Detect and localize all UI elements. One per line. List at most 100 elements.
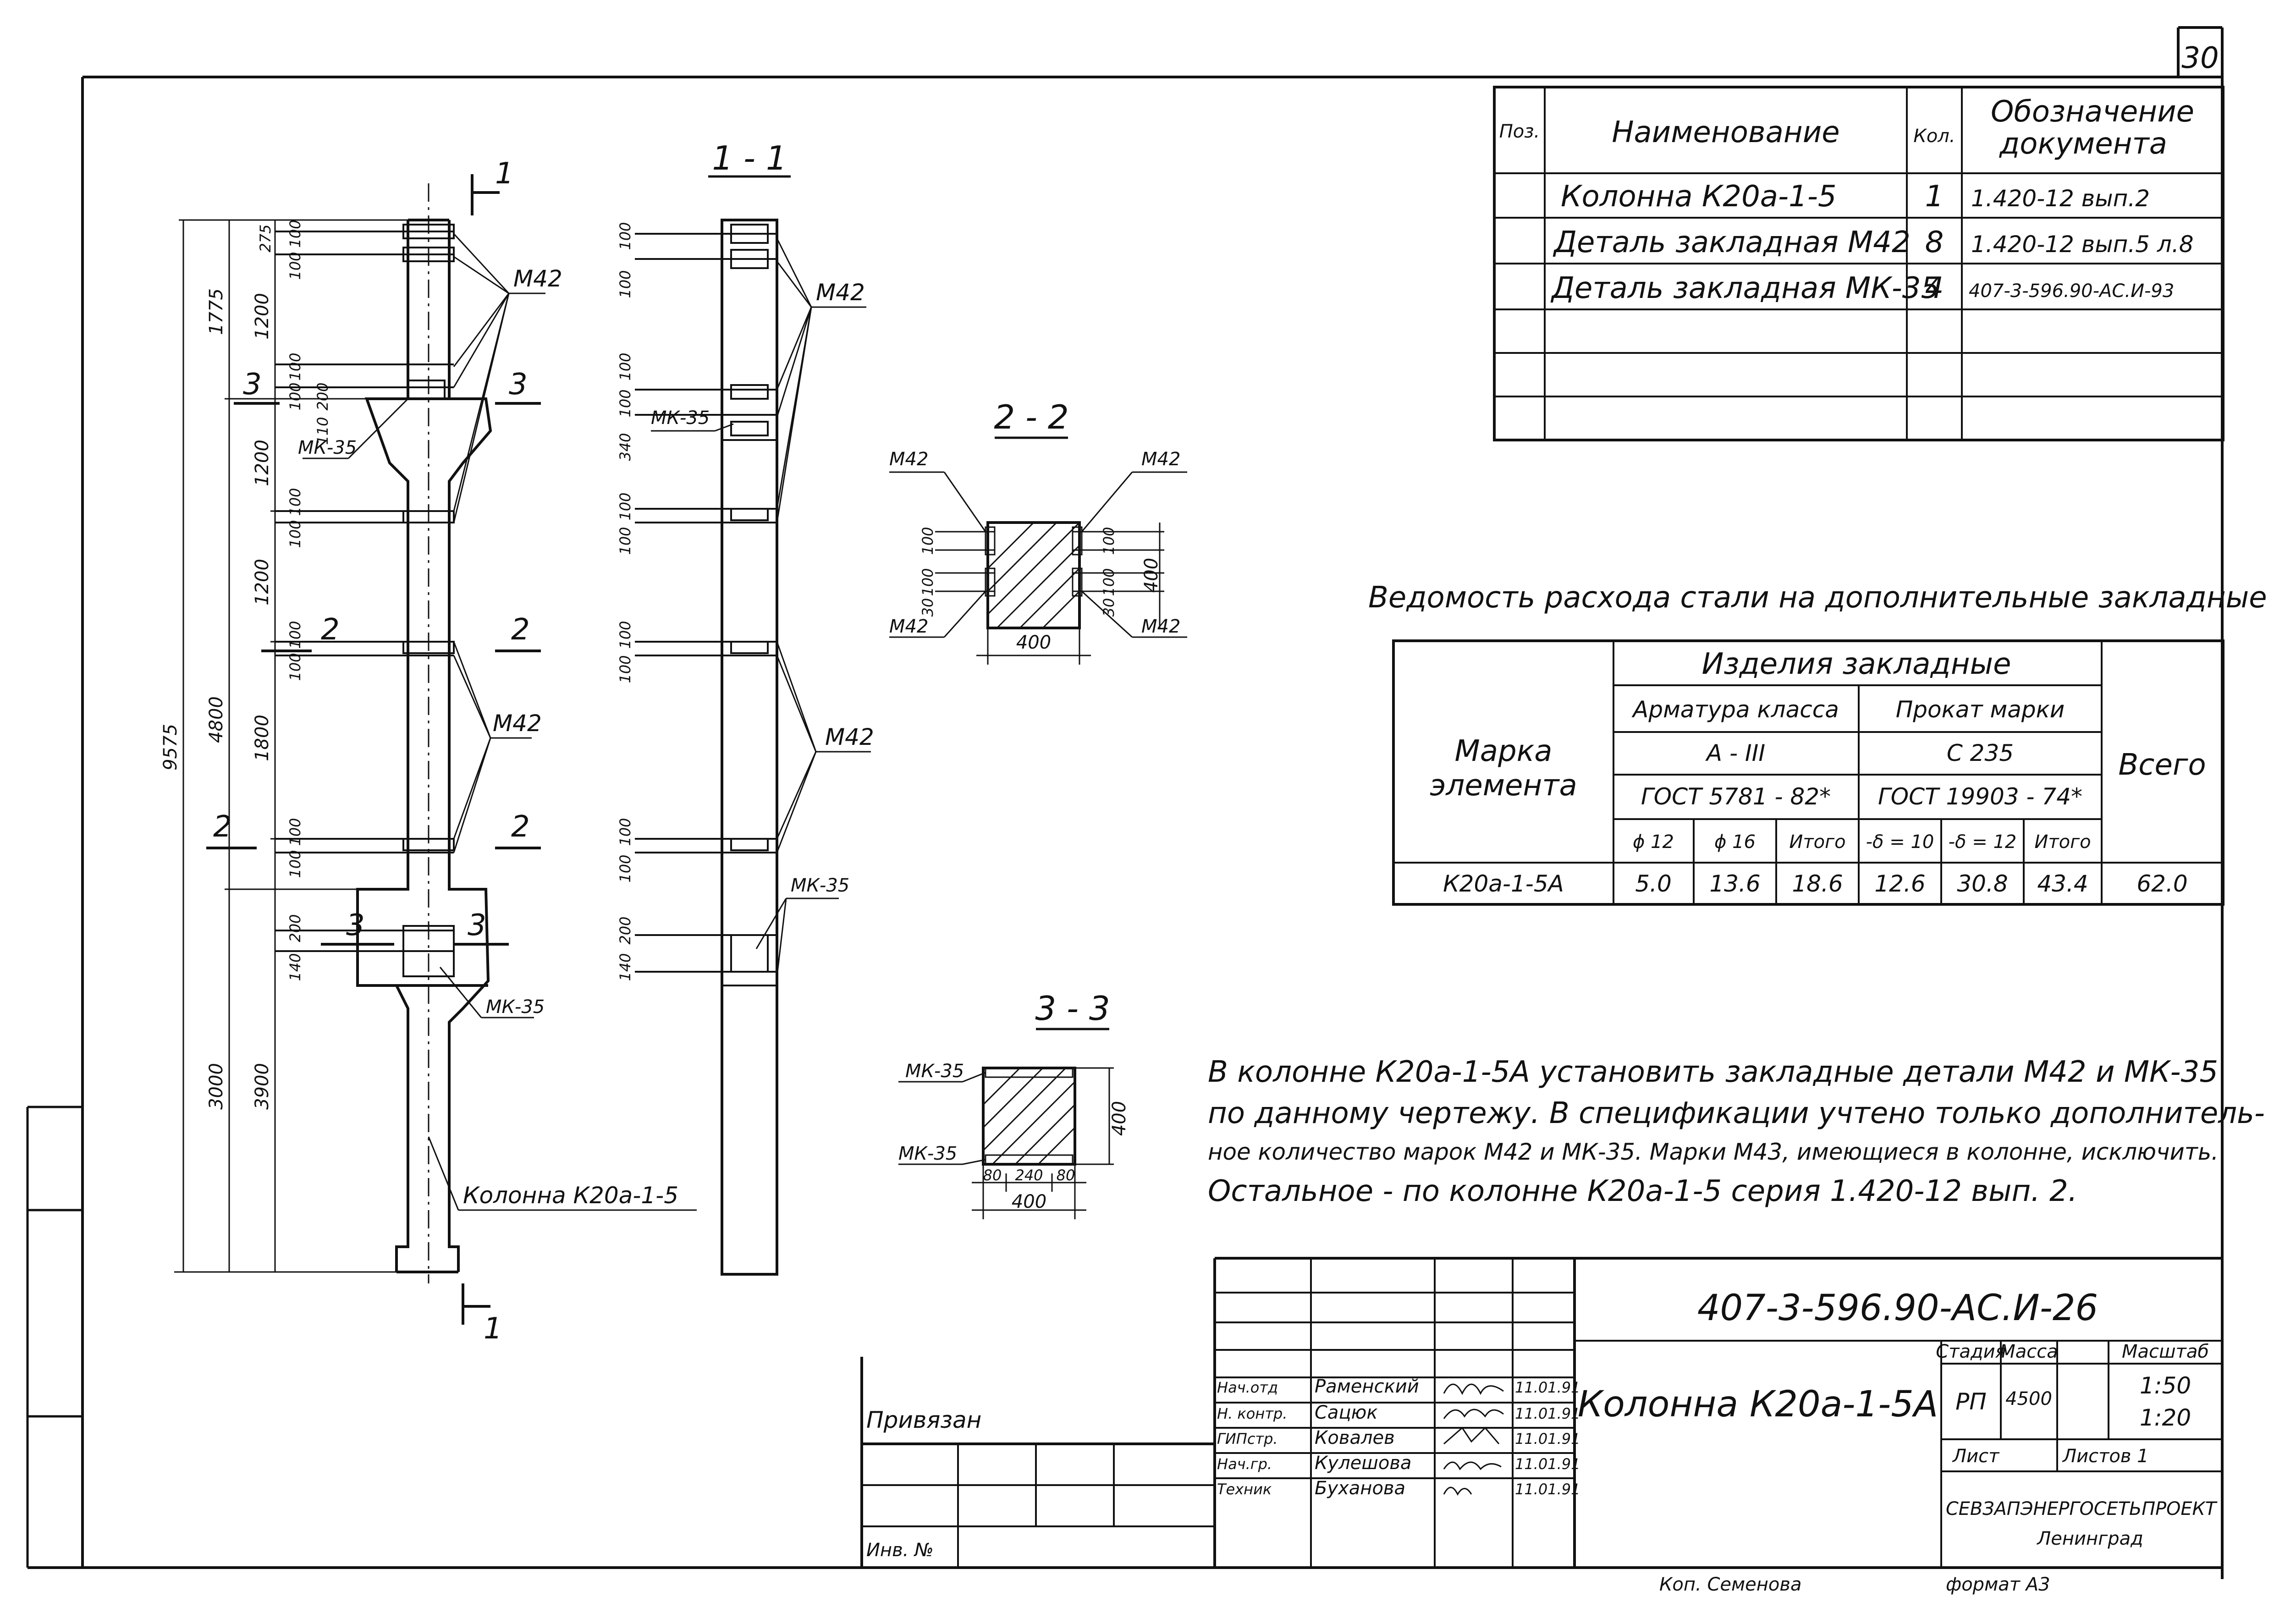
dim-400: 400: [1141, 558, 1162, 593]
signature-scribble: [1443, 1486, 1472, 1496]
steel-col-mark: Марка: [1455, 734, 1553, 768]
spec-cell-name: Деталь закладная МК-35: [1550, 271, 1939, 305]
cut-label: 1: [495, 157, 514, 191]
steel-table: Марка элемента Изделия закладные Арматур…: [1392, 639, 2224, 906]
signature-role: Нач.отд: [1217, 1379, 1278, 1396]
spec-cell-qty: 8: [1925, 226, 1944, 259]
dim-275: 275: [257, 224, 274, 252]
dim-100: 100: [286, 850, 304, 878]
steel-group-header: Изделия закладные: [1702, 647, 2011, 681]
cut-label: 2: [511, 613, 530, 647]
steel-row-value: 43.4: [2037, 870, 2088, 897]
signature-date: 11.01.91: [1515, 1455, 1580, 1473]
dim-100: 100: [286, 382, 304, 410]
signature-date: 11.01.91: [1515, 1430, 1580, 1448]
signature-name: Кулешова: [1315, 1453, 1411, 1474]
copied-by: Коп. Семенова: [1659, 1574, 1802, 1595]
spec-table: Поз. Наименование Кол. Обозначение докум…: [1493, 86, 2224, 441]
steel-row-value: 18.6: [1792, 870, 1843, 897]
dim-3000: 3000: [206, 1063, 227, 1110]
dim-100: 100: [617, 222, 634, 250]
section-1-1-plates: [635, 224, 777, 986]
dim-100: 100: [617, 352, 634, 380]
dim-100: 100: [286, 488, 304, 516]
label-mk35: МК-35: [651, 407, 710, 429]
mass-value: 4500: [2005, 1388, 2052, 1409]
dim-100: 100: [617, 818, 634, 846]
organization: СЕВЗАПЭНЕРГОСЕТЬПРОЕКТ: [1946, 1498, 2218, 1519]
dim-140: 140: [286, 953, 304, 981]
dim-100: 100: [286, 621, 304, 649]
dim-200: 200: [314, 382, 331, 410]
sheet-label: Лист: [1952, 1446, 2000, 1467]
steel-sub-header: Итого: [2034, 831, 2091, 853]
dim-100: 100: [617, 621, 634, 649]
note-line: Остальное - по колонне К20а-1-5 серия 1.…: [1208, 1174, 2077, 1208]
dim-30: 30: [919, 598, 936, 617]
signature-role: Н. контр.: [1217, 1405, 1287, 1422]
scale-value: 1:50: [2140, 1372, 2191, 1399]
steel-row-total: 62.0: [2136, 870, 2187, 897]
dim-100: 100: [286, 352, 304, 380]
cut-label: 1: [484, 1312, 502, 1346]
signature-row: Н. контр. Сацюк 11.01.91: [1217, 1402, 1580, 1423]
dim-400: 400: [1016, 632, 1051, 653]
steel-col-mark: элемента: [1430, 769, 1577, 803]
section-title: 3 - 3: [1035, 989, 1110, 1028]
section-1-1-leaders: [651, 238, 871, 977]
signature-scribble: [1443, 1409, 1504, 1419]
cut-label: 3: [468, 908, 486, 942]
binding-strip: [26, 1106, 83, 1568]
cut-label: 3: [346, 908, 365, 942]
label-m42: М42: [513, 265, 562, 292]
dim-400: 400: [1012, 1191, 1046, 1212]
dim-200: 200: [617, 916, 634, 944]
mass-label: Масса: [1999, 1341, 2058, 1362]
steel-total-label: Всего: [2118, 748, 2206, 782]
steel-rolled-std: ГОСТ 19903 - 74*: [1878, 783, 2082, 810]
dim-400: 400: [1109, 1101, 1130, 1136]
sheets-label: Листов 1: [2062, 1446, 2149, 1467]
dim-upper: 1775: [206, 288, 227, 335]
spec-cell-doc: 1.420-12 вып.5 л.8: [1971, 231, 2194, 258]
cut-label: 2: [511, 810, 530, 844]
section-3-3-hatch: [898, 1067, 1114, 1219]
dim-1200: 1200: [252, 293, 273, 340]
dimension-lines: [174, 219, 408, 1273]
label-mk35: МК-35: [898, 1143, 957, 1164]
dim-1200: 1200: [252, 440, 273, 486]
label-mk35: МК-35: [486, 996, 545, 1018]
dim-80: 80: [1057, 1167, 1075, 1184]
dim-100: 100: [286, 520, 304, 548]
steel-rebar-std: ГОСТ 5781 - 82*: [1641, 783, 1831, 810]
dim-100: 100: [286, 220, 304, 248]
spec-cell-name: Деталь закладная М42: [1553, 226, 1911, 259]
steel-row-mark: К20а-1-5А: [1443, 870, 1564, 897]
steel-sub-header: Итого: [1789, 831, 1845, 853]
label-m42: М42: [889, 449, 928, 470]
section-1-1: [721, 219, 778, 1276]
dim-total: 9575: [160, 724, 181, 771]
dim-100: 100: [617, 655, 634, 683]
notes: В колонне К20а-1-5А установить закладные…: [1208, 1055, 2265, 1208]
cut-label: 3: [243, 368, 262, 402]
section-2-2: [986, 521, 1081, 629]
cut-label: 3: [509, 368, 528, 402]
stage-value: РП: [1955, 1388, 1987, 1415]
steel-rolled-class: С 235: [1947, 740, 2014, 766]
signature-name: Сацюк: [1315, 1402, 1378, 1423]
label-m42: М42: [1141, 616, 1180, 637]
dim-340: 340: [617, 433, 634, 461]
spec-header-pos: Поз.: [1499, 121, 1540, 142]
document-code: 407-3-596.90-АС.И-26: [1697, 1288, 2098, 1329]
signature-name: Ковалев: [1315, 1427, 1395, 1448]
steel-sub-header: ϕ 12: [1633, 831, 1674, 853]
signature-row: Нач.гр. Кулешова 11.01.91: [1217, 1453, 1580, 1474]
signature-scribble: [1443, 1461, 1502, 1470]
inventory-label: Инв. №: [866, 1540, 934, 1561]
spec-header-qty: Кол.: [1913, 126, 1955, 147]
steel-rebar-label: Арматура класса: [1631, 696, 1839, 723]
dim-100: 100: [617, 492, 634, 520]
column-elevation: [356, 219, 492, 1273]
label-mk35: МК-35: [905, 1061, 964, 1082]
